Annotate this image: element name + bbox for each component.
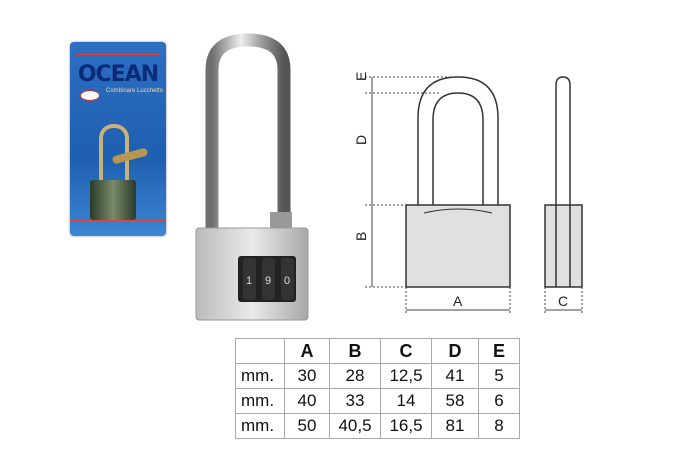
table-header-row: A B C D E: [235, 338, 520, 364]
dimension-lines: [365, 76, 583, 315]
cell: 28: [329, 363, 381, 389]
dial-2: 9: [265, 275, 271, 287]
header-cell: C: [380, 338, 432, 364]
package-brand-logo: OCEAN: [77, 62, 159, 87]
package-subtitle: Combinare Lucchetto: [106, 88, 164, 94]
cell: 5: [478, 363, 520, 389]
dim-label-e: E: [353, 72, 369, 81]
product-package-image: OCEAN Combinare Lucchetto: [70, 42, 166, 236]
dim-label-d: D: [353, 135, 369, 145]
dim-label-b: B: [353, 232, 369, 241]
cell: 8: [478, 413, 520, 439]
unit-cell: mm.: [235, 363, 285, 389]
technical-drawing-side: [544, 76, 583, 288]
table-row: mm. 50 40,5 16,5 81 8: [235, 413, 520, 439]
dim-label-c: C: [558, 293, 568, 309]
dimensions-table: A B C D E mm. 30 28 12,5 41 5 mm. 40 33 …: [235, 338, 520, 439]
header-cell: [235, 338, 285, 364]
header-cell: B: [329, 338, 381, 364]
dim-label-a: A: [453, 293, 463, 309]
table-row: mm. 30 28 12,5 41 5: [235, 363, 520, 389]
cell: 30: [284, 363, 330, 389]
cell: 41: [431, 363, 479, 389]
dial-1: 1: [246, 275, 252, 287]
cell: 33: [329, 388, 381, 414]
cell: 81: [431, 413, 479, 439]
table-row: mm. 40 33 14 58 6: [235, 388, 520, 414]
cell: 50: [284, 413, 330, 439]
cell: 6: [478, 388, 520, 414]
cell: 12,5: [380, 363, 432, 389]
cell: 40,5: [329, 413, 381, 439]
cell: 14: [380, 388, 432, 414]
cell: 16,5: [380, 413, 432, 439]
cell: 40: [284, 388, 330, 414]
dial-3: 0: [284, 275, 290, 287]
header-cell: E: [478, 338, 520, 364]
unit-cell: mm.: [235, 388, 285, 414]
header-cell: D: [431, 338, 479, 364]
padlock-photo: [195, 33, 309, 321]
cell: 58: [431, 388, 479, 414]
header-cell: A: [284, 338, 330, 364]
technical-drawing-front: [405, 76, 511, 288]
unit-cell: mm.: [235, 413, 285, 439]
